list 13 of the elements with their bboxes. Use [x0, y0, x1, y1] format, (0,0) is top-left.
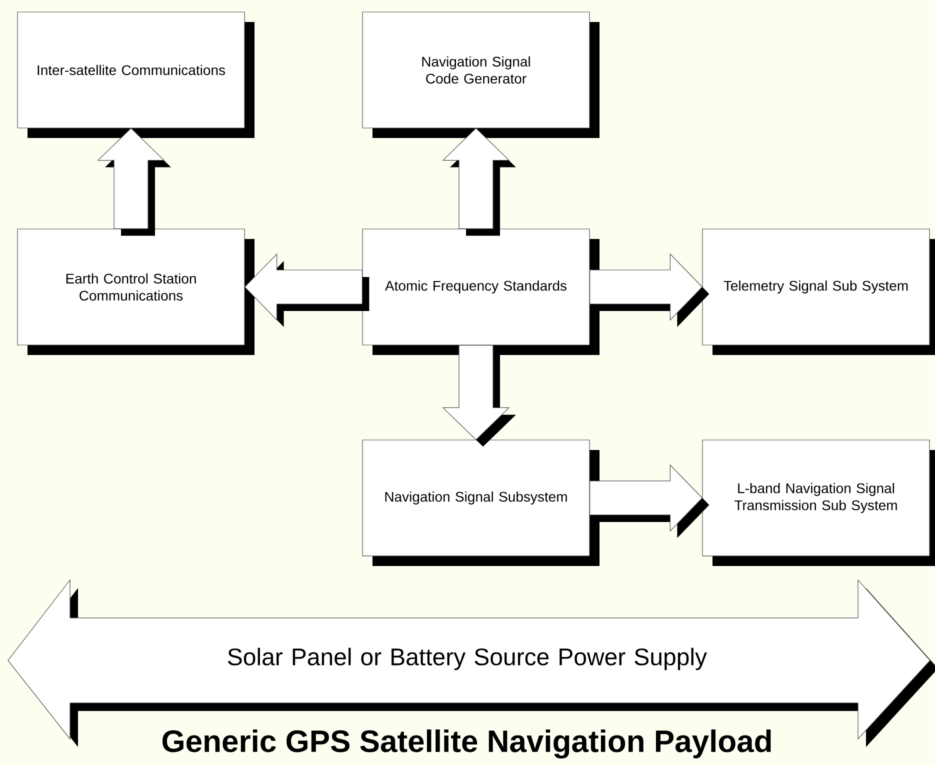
process-box: Atomic Frequency Standards [362, 228, 600, 355]
block-arrow [590, 464, 710, 538]
block-arrow [97, 128, 171, 236]
block-arrow [244, 253, 370, 327]
block-arrow [590, 253, 710, 327]
process-box: Navigation Signal Code Generator [362, 12, 600, 138]
process-box: Telemetry Signal Sub System [702, 228, 935, 355]
process-box: L-band Navigation Signal Transmission Sub System [702, 440, 935, 566]
block-arrow [442, 345, 516, 447]
process-box: Earth Control Station Communications [17, 228, 254, 355]
process-box: Navigation Signal Subsystem [362, 440, 600, 566]
process-box: Inter-satellite Communications [17, 12, 254, 138]
block-arrow [442, 128, 516, 236]
